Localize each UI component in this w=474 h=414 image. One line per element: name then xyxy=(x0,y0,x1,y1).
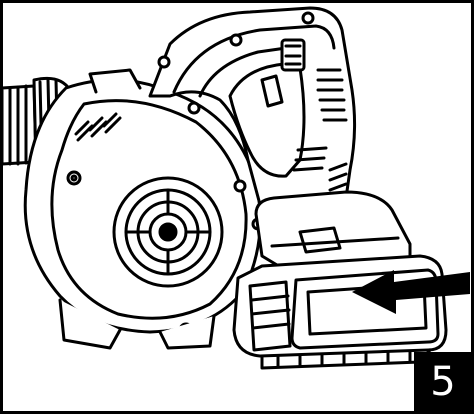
trigger xyxy=(260,74,284,108)
trigger-guard xyxy=(228,62,306,178)
insert-arrow xyxy=(352,270,470,314)
screw-icon xyxy=(66,170,82,186)
fan-housing xyxy=(23,68,262,350)
step-number-badge: 5 xyxy=(414,352,472,412)
handle-body xyxy=(148,6,412,270)
leaf-blower-drawing xyxy=(0,6,448,370)
